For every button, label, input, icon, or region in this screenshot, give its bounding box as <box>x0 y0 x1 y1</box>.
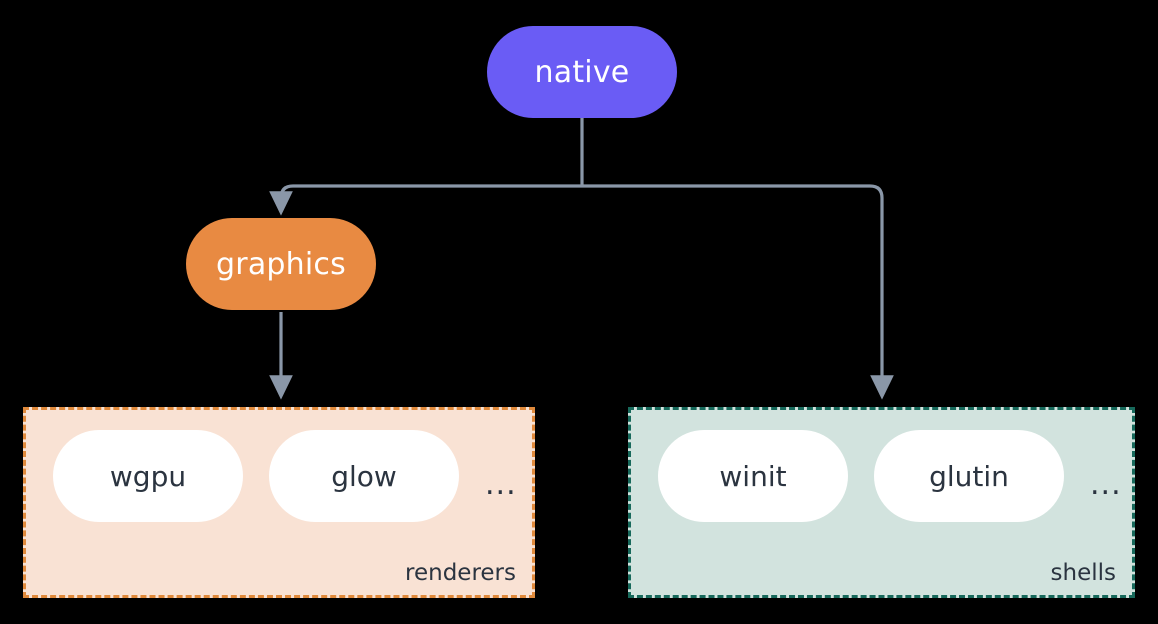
group-shells: winit glutin ... shells <box>628 407 1135 598</box>
group-renderers-items: wgpu glow ... <box>26 430 532 522</box>
group-renderers: wgpu glow ... renderers <box>23 407 535 598</box>
node-graphics[interactable]: graphics <box>186 218 376 310</box>
renderers-more-ellipsis: ... <box>485 467 517 502</box>
leaf-pill-glutin[interactable]: glutin <box>874 430 1064 522</box>
group-shells-items: winit glutin ... <box>631 430 1132 522</box>
leaf-pill-winit[interactable]: winit <box>658 430 848 522</box>
edge-native-to-shells <box>582 184 894 400</box>
leaf-pill-glow[interactable]: glow <box>269 430 459 522</box>
group-renderers-label: renderers <box>405 560 516 586</box>
leaf-pill-wgpu[interactable]: wgpu <box>53 430 243 522</box>
group-shells-label: shells <box>1050 560 1116 586</box>
edge-native-to-graphics <box>269 184 582 216</box>
shells-more-ellipsis: ... <box>1090 467 1122 502</box>
node-native[interactable]: native <box>487 26 677 118</box>
